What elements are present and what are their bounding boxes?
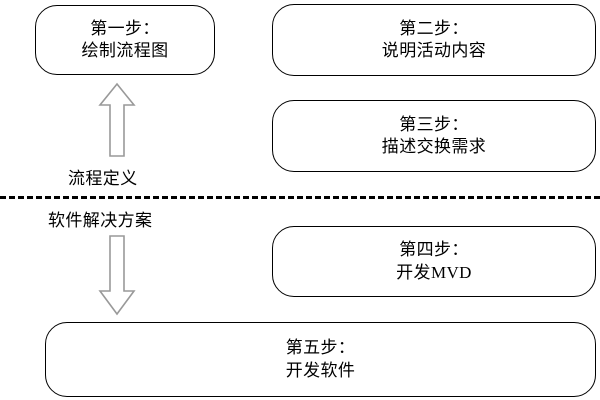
step-box-3[interactable]: 第三步： 描述交换需求 (272, 100, 596, 172)
step-5-label: 第五步： (285, 338, 356, 358)
step-2-content: 说明活动内容 (381, 41, 487, 60)
step-3-label: 第三步： (399, 114, 469, 134)
step-box-5[interactable]: 第五步： 开发软件 (45, 322, 596, 397)
step-box-4[interactable]: 第四步： 开发MVD (272, 226, 596, 297)
label-process-definition: 流程定义 (68, 169, 138, 188)
phase-divider (0, 196, 600, 199)
step-3-content: 描述交换需求 (381, 137, 487, 156)
label-software-solution: 软件解决方案 (48, 211, 153, 230)
step-box-2[interactable]: 第二步： 说明活动内容 (272, 4, 596, 76)
step-2-label: 第二步： (399, 18, 469, 38)
step-5-content: 开发软件 (285, 360, 356, 380)
arrow-up-icon (98, 82, 136, 157)
step-box-1[interactable]: 第一步： 绘制流程图 (35, 5, 215, 75)
step-1-content: 绘制流程图 (81, 41, 169, 60)
step-4-label: 第四步： (399, 240, 469, 260)
arrow-down-icon (98, 235, 136, 316)
step-1-label: 第一步： (90, 18, 160, 38)
step-4-content: 开发MVD (396, 262, 472, 282)
